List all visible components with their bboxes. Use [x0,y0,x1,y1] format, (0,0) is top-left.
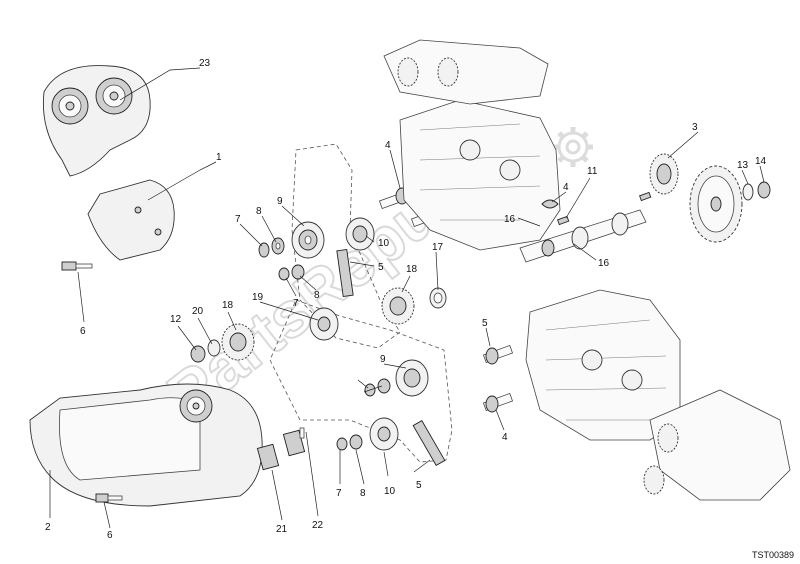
callout-10-upper: 10 [378,238,390,249]
part-small-cover [87,179,175,261]
part-clips [256,427,306,471]
shaft-4-lower-b [482,392,514,413]
callout-18-upper: 18 [406,264,418,275]
callout-16-left: 16 [504,214,516,225]
leader-lines [49,67,765,529]
callout-4-mid: 5 [482,318,488,329]
belt-strip-lower [412,419,446,467]
key-16-b [639,191,652,202]
cylinder-head-upper [399,99,561,251]
callout-16-right: 11 [587,166,598,177]
callout-11: 4 [563,182,569,193]
sprocket-18-upper [381,287,415,325]
nut-8-lower-a [377,378,391,394]
callout-20: 20 [192,306,204,317]
callout-7-upper: 7 [235,214,241,225]
callout-13: 3 [692,122,698,133]
callout-8-mid: 8 [314,290,320,301]
callout-15: 14 [755,156,767,167]
camshaft-3 [519,209,647,263]
sprocket-18-left [221,323,255,361]
washer-20 [207,339,221,357]
clip-11 [541,199,559,209]
pulley-10-upper [345,217,375,251]
washer-7-mid [278,267,290,281]
camshaft-assembly-lower [643,389,791,501]
drawing-code: TST00389 [752,550,794,560]
pulley-19 [309,307,339,341]
tensioner-pulley-9-upper [291,221,325,259]
nut-8-mid [291,264,305,280]
callout-22: 22 [312,520,324,531]
callout-19: 19 [252,292,264,303]
callout-14: 13 [737,160,749,171]
callout-4-upper: 4 [385,140,391,151]
watermark-gear-icon [553,127,593,167]
callout-4-lower: 4 [502,432,508,443]
nut-12 [190,345,206,363]
bolt-lower-left [95,493,123,503]
key-16-a [557,215,570,226]
callout-5-upper: 5 [378,262,384,273]
part-lower-belt-cover [29,383,263,507]
callout-12: 12 [170,314,182,325]
callout-21: 21 [276,524,288,535]
callout-6-lower: 6 [107,530,113,541]
washer-14 [742,183,754,201]
callout-3: 16 [598,258,610,269]
washer-7-upper [258,242,270,258]
nut-15 [757,181,771,199]
callout-9-lower: 9 [380,354,386,365]
timing-belts [269,143,453,463]
nut-8-upper [271,237,285,255]
pulley-10-lower [369,417,399,451]
bolt-upper-left [61,261,93,271]
belt-strip-upper [336,249,354,297]
callout-labels: 23 1 6 2 6 21 22 12 20 18 19 7 8 9 4 10 … [45,58,767,541]
callout-7-lower: 7 [336,488,342,499]
spacer-17 [429,287,447,309]
shaft-4-lower-a [482,344,514,365]
callout-1: 1 [216,152,222,163]
callout-9-upper: 9 [277,196,283,207]
callout-8-lower: 8 [360,488,366,499]
washer-7-lower-b [336,437,348,451]
callout-17: 17 [432,242,444,253]
part-upper-belt-cover [42,65,151,177]
callout-6-upper: 6 [80,326,86,337]
callout-10-lower: 10 [384,486,396,497]
callout-7-mid: 7 [293,298,299,309]
camshaft-cover-top [383,39,549,105]
nut-8-lower-b [349,434,363,450]
callout-2: 2 [45,522,51,533]
callout-18-left: 18 [222,300,234,311]
callout-5-lower: 5 [416,480,422,491]
gear-13-large [689,165,743,243]
callout-23: 23 [199,58,211,69]
tensioner-pulley-9-lower [395,359,429,397]
callout-8-upper: 8 [256,206,262,217]
gear-13-small [649,153,679,195]
